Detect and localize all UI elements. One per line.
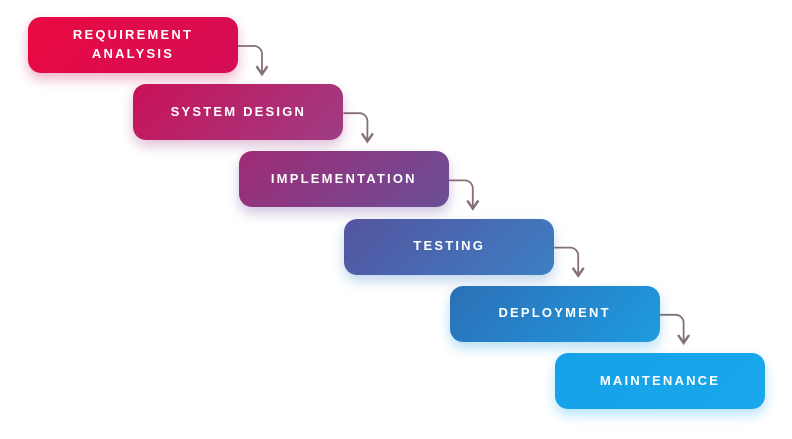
stage-label: SYSTEM DESIGN xyxy=(170,103,307,119)
stage-deployment: DEPLOYMENT xyxy=(449,285,660,342)
stage-requirement-analysis: REQUIREMENT ANALYSIS xyxy=(28,17,238,73)
stage-implementation: IMPLEMENTATION xyxy=(238,151,449,208)
stage-testing: TESTING xyxy=(344,218,555,275)
stage-label: TESTING xyxy=(413,238,486,254)
flow-arrow xyxy=(659,313,691,346)
flow-arrow xyxy=(238,45,269,77)
stage-label: MAINTENANCE xyxy=(599,372,721,388)
stage-maintenance: MAINTENANCE xyxy=(555,353,765,409)
stage-label: IMPLEMENTATION xyxy=(270,170,417,186)
stage-label: REQUIREMENT ANALYSIS xyxy=(72,27,194,61)
flow-arrow xyxy=(448,179,480,211)
flow-arrow xyxy=(554,246,585,278)
stage-label: DEPLOYMENT xyxy=(498,305,611,321)
flow-arrow xyxy=(343,112,374,144)
stage-system-design: SYSTEM DESIGN xyxy=(133,84,344,141)
